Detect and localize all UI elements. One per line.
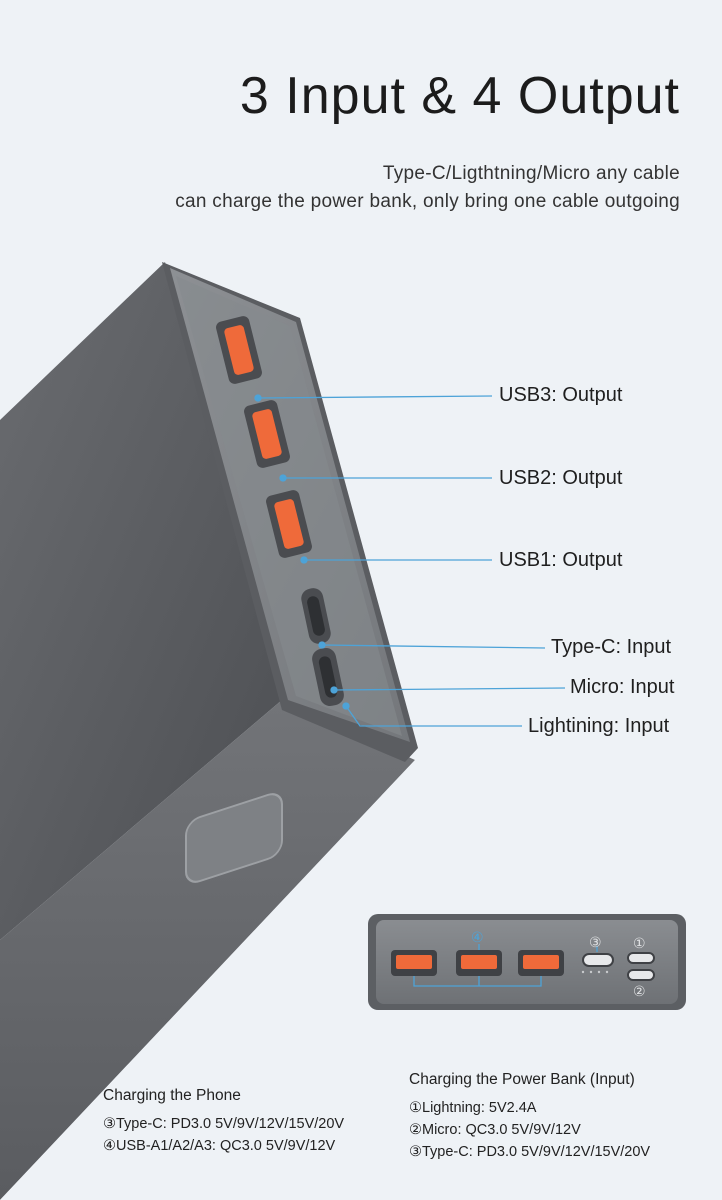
charging-phone-block: Charging the Phone ③Type-C: PD3.0 5V/9V/… [103,1085,344,1157]
front-micro [627,969,655,981]
subtitle: Type-C/Ligthtning/Micro any cable can ch… [175,160,680,216]
callout-lines [254,394,566,727]
page-title: 3 Input & 4 Output [239,67,680,125]
power-button [185,793,283,883]
label-usb1: USB1: Output [499,549,623,571]
charging-bank-line: ②Micro: QC3.0 5V/9V/12V [409,1122,581,1138]
charging-bank-heading: Charging the Power Bank (Input) [409,1071,635,1088]
marker-1: ① [633,936,646,952]
front-usb-a1 [391,950,437,976]
marker-2: ② [633,984,646,1000]
front-type-c [582,953,614,967]
marker-4: ④ [471,930,484,946]
charging-bank-line: ①Lightning: 5V2.4A [409,1100,537,1116]
label-micro: Micro: Input [570,676,675,698]
charging-bank-line: ③Type-C: PD3.0 5V/9V/12V/15V/20V [409,1144,651,1160]
usb1-port [266,490,312,558]
subtitle-line-1: Type-C/Ligthtning/Micro any cable [382,163,680,184]
charging-bank-block: Charging the Power Bank (Input) ①Lightni… [409,1069,650,1163]
usb2-port [244,400,290,468]
front-lightning [627,952,655,964]
charging-phone-line: ④USB-A1/A2/A3: QC3.0 5V/9V/12V [103,1138,336,1154]
usb3-port [216,316,262,384]
type-c-port [301,588,331,644]
label-lightning: Lightining: Input [528,715,670,737]
charging-phone-heading: Charging the Phone [103,1087,241,1104]
label-type-c: Type-C: Input [551,636,672,658]
front-view-diagram: ④ ③ ① ② [368,914,686,1010]
charging-phone-line: ③Type-C: PD3.0 5V/9V/12V/15V/20V [103,1116,345,1132]
label-usb2: USB2: Output [499,467,623,489]
subtitle-line-2: can charge the power bank, only bring on… [175,191,680,212]
front-usb-a3 [518,950,564,976]
label-usb3: USB3: Output [499,384,623,406]
power-bank-side [0,262,282,940]
front-usb-a2 [456,950,502,976]
marker-3: ③ [589,935,602,951]
power-bank-bottom-side [0,700,415,1200]
